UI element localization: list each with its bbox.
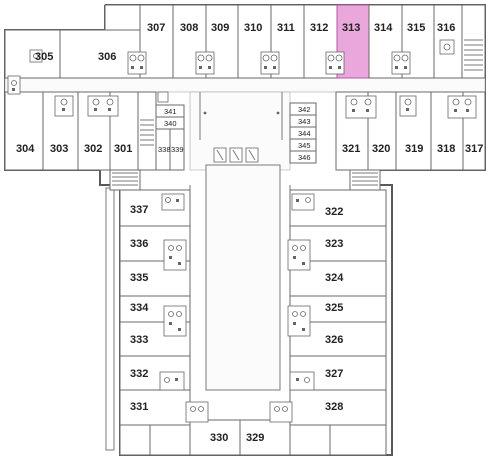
label-338: 338	[158, 145, 171, 154]
label-326: 326	[325, 334, 343, 346]
label-320: 320	[372, 143, 390, 155]
label-316: 316	[437, 22, 455, 34]
label-328: 328	[325, 401, 343, 413]
room-se-2	[289, 424, 331, 456]
atrium	[199, 92, 283, 391]
label-302: 302	[84, 143, 102, 155]
label-303: 303	[50, 143, 68, 155]
room-312[interactable]	[303, 4, 338, 79]
label-327: 327	[325, 368, 343, 380]
label-332: 332	[130, 368, 148, 380]
room-304[interactable]	[4, 91, 44, 171]
stair-w	[137, 91, 157, 171]
room-346[interactable]	[289, 150, 317, 164]
label-340: 340	[164, 119, 177, 128]
stairwell-ne	[461, 4, 486, 79]
left-wing-bottom	[4, 91, 185, 171]
label-314: 314	[374, 22, 393, 34]
label-342: 342	[298, 105, 311, 114]
label-315: 315	[407, 22, 425, 34]
closet-nw	[104, 4, 141, 31]
label-346: 346	[298, 153, 311, 162]
label-329: 329	[246, 432, 264, 444]
stairs-hatching	[112, 119, 378, 186]
label-323: 323	[325, 238, 343, 250]
label-305: 305	[35, 51, 53, 63]
label-307: 307	[147, 22, 165, 34]
top-row-rooms	[139, 4, 486, 79]
label-309: 309	[211, 22, 229, 34]
label-333: 333	[130, 334, 148, 346]
room-306[interactable]	[59, 29, 141, 79]
room-331[interactable]	[119, 389, 191, 426]
room-328[interactable]	[289, 389, 387, 426]
label-337: 337	[130, 204, 148, 216]
label-312: 312	[310, 22, 328, 34]
label-330: 330	[210, 432, 228, 444]
label-325: 325	[325, 302, 343, 314]
label-304: 304	[16, 143, 35, 155]
room-se-corner	[329, 424, 387, 456]
room-sw-corner	[119, 424, 151, 456]
room-sw-2	[149, 424, 191, 456]
bath-fixtures	[7, 39, 477, 423]
left-wing-top	[4, 4, 141, 79]
label-310: 310	[244, 22, 262, 34]
label-313: 313	[342, 22, 360, 34]
label-319: 319	[405, 143, 423, 155]
label-334: 334	[130, 302, 149, 314]
label-318: 318	[437, 143, 455, 155]
label-301: 301	[114, 143, 132, 155]
label-324: 324	[325, 272, 344, 284]
label-311: 311	[277, 22, 295, 34]
label-335: 335	[130, 272, 148, 284]
label-336: 336	[130, 238, 148, 250]
room-labels: 307 308 309 310 311 312 313 314 315 316 …	[16, 22, 483, 444]
room-330[interactable]	[189, 419, 241, 456]
label-341: 341	[164, 107, 177, 116]
label-317: 317	[465, 143, 483, 155]
label-321: 321	[342, 143, 360, 155]
label-339: 339	[171, 145, 184, 154]
room-311[interactable]	[270, 4, 305, 79]
label-343: 343	[298, 117, 311, 126]
label-331: 331	[130, 401, 148, 413]
label-322: 322	[325, 206, 343, 218]
label-345: 345	[298, 141, 311, 150]
room-339[interactable]	[169, 128, 185, 171]
label-344: 344	[298, 129, 311, 138]
label-308: 308	[180, 22, 198, 34]
label-306: 306	[98, 51, 116, 63]
